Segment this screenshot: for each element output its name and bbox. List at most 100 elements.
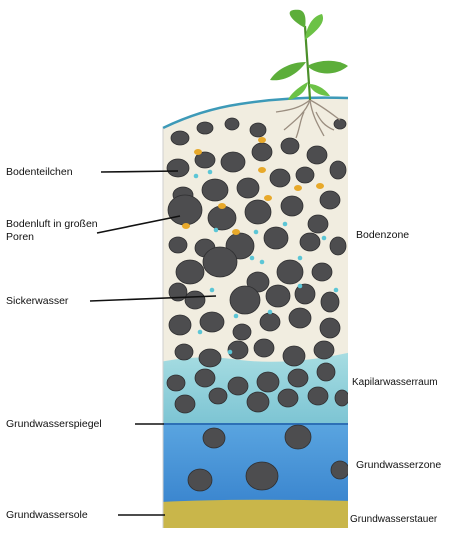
label-bodenteilchen: Bodenteilchen bbox=[6, 166, 73, 179]
soil-particle bbox=[314, 341, 334, 359]
soil-particle bbox=[188, 469, 212, 491]
water-droplet bbox=[214, 228, 219, 233]
soil-particle bbox=[175, 344, 193, 360]
water-droplet bbox=[194, 174, 199, 179]
water-droplet bbox=[298, 284, 303, 289]
air-pore bbox=[218, 203, 226, 209]
soil-particle bbox=[270, 169, 290, 187]
label-grundwasserstauer: Grundwasserstauer bbox=[350, 513, 437, 526]
soil-particle bbox=[195, 369, 215, 387]
soil-particle bbox=[209, 388, 227, 404]
soil-particle bbox=[330, 161, 346, 179]
soil-particle bbox=[237, 178, 259, 198]
soil-particle bbox=[208, 206, 236, 230]
soil-particle bbox=[278, 389, 298, 407]
water-droplet bbox=[268, 310, 273, 315]
soil-particle bbox=[264, 227, 288, 249]
soil-particle bbox=[176, 260, 204, 284]
soil-particle bbox=[169, 315, 191, 335]
label-kapilarwasserraum: Kapilarwasserraum bbox=[352, 376, 438, 389]
soil-particle bbox=[175, 395, 195, 413]
soil-column bbox=[160, 90, 352, 528]
soil-particle bbox=[171, 131, 189, 145]
soil-particle bbox=[320, 191, 340, 209]
water-droplet bbox=[298, 256, 303, 261]
water-droplet bbox=[334, 288, 339, 293]
water-droplet bbox=[283, 222, 288, 227]
soil-particle bbox=[233, 324, 251, 340]
soil-particle bbox=[300, 233, 320, 251]
air-pore bbox=[258, 167, 266, 173]
soil-particle bbox=[203, 247, 237, 277]
soil-particle bbox=[331, 461, 349, 479]
soil-particle bbox=[321, 292, 339, 312]
air-pore bbox=[182, 223, 190, 229]
soil-particle bbox=[320, 318, 340, 338]
water-droplet bbox=[228, 350, 233, 355]
soil-particle bbox=[250, 123, 266, 137]
soil-particle bbox=[308, 387, 328, 405]
water-droplet bbox=[208, 170, 213, 175]
label-grundwasserzone: Grundwasserzone bbox=[356, 459, 441, 472]
soil-particle bbox=[167, 375, 185, 391]
soil-particle bbox=[330, 237, 346, 255]
soil-particle bbox=[202, 179, 228, 201]
water-droplet bbox=[250, 256, 255, 261]
soil-particle bbox=[246, 462, 278, 490]
soil-particle bbox=[308, 215, 328, 233]
air-pore bbox=[194, 149, 202, 155]
soil-particle bbox=[199, 349, 221, 367]
soil-particle bbox=[296, 167, 314, 183]
soil-particle bbox=[254, 339, 274, 357]
soil-particle bbox=[169, 237, 187, 253]
water-droplet bbox=[254, 230, 259, 235]
soil-particle bbox=[260, 313, 280, 331]
soil-particle bbox=[277, 260, 303, 284]
label-grundwassersole: Grundwassersole bbox=[6, 509, 88, 522]
soil-particle bbox=[167, 159, 189, 177]
soil-particle bbox=[317, 363, 335, 381]
soil-particle bbox=[200, 312, 224, 332]
soil-particle bbox=[185, 291, 205, 309]
water-droplet bbox=[198, 330, 203, 335]
soil-particle bbox=[335, 390, 349, 406]
soil-particle bbox=[289, 308, 311, 328]
label-bodenzone: Bodenzone bbox=[356, 229, 409, 242]
soil-particle bbox=[285, 425, 311, 449]
soil-particle bbox=[252, 143, 272, 161]
soil-particle bbox=[221, 152, 245, 172]
air-pore bbox=[264, 195, 272, 201]
soil-particle bbox=[281, 196, 303, 216]
air-pore bbox=[232, 229, 240, 235]
soil-particle bbox=[197, 122, 213, 134]
soil-particle bbox=[312, 263, 332, 281]
soil-particle bbox=[168, 195, 202, 225]
soil-particle bbox=[203, 428, 225, 448]
water-droplet bbox=[322, 236, 327, 241]
soil-particle bbox=[245, 200, 271, 224]
leader-bodenteilchen bbox=[101, 171, 178, 172]
soil-particle bbox=[283, 346, 305, 366]
soil-particle bbox=[266, 285, 290, 307]
soil-particle bbox=[230, 286, 260, 314]
soil-particle bbox=[334, 119, 346, 129]
air-pore bbox=[258, 137, 266, 143]
water-droplet bbox=[210, 288, 215, 293]
soil-particle bbox=[307, 146, 327, 164]
label-bodenluft: Bodenluft in großen Poren bbox=[6, 218, 98, 244]
soil-particle bbox=[228, 377, 248, 395]
water-droplet bbox=[260, 260, 265, 265]
aquitard-band bbox=[160, 500, 352, 528]
water-droplet bbox=[234, 314, 239, 319]
air-pore bbox=[316, 183, 324, 189]
soil-particle bbox=[225, 118, 239, 130]
label-grundwasserspiegel: Grundwasserspiegel bbox=[6, 418, 102, 431]
soil-particle bbox=[257, 372, 279, 392]
soil-particle bbox=[281, 138, 299, 154]
label-sickerwasser: Sickerwasser bbox=[6, 295, 68, 308]
soil-particle bbox=[288, 369, 308, 387]
soil-particle bbox=[247, 392, 269, 412]
air-pore bbox=[294, 185, 302, 191]
